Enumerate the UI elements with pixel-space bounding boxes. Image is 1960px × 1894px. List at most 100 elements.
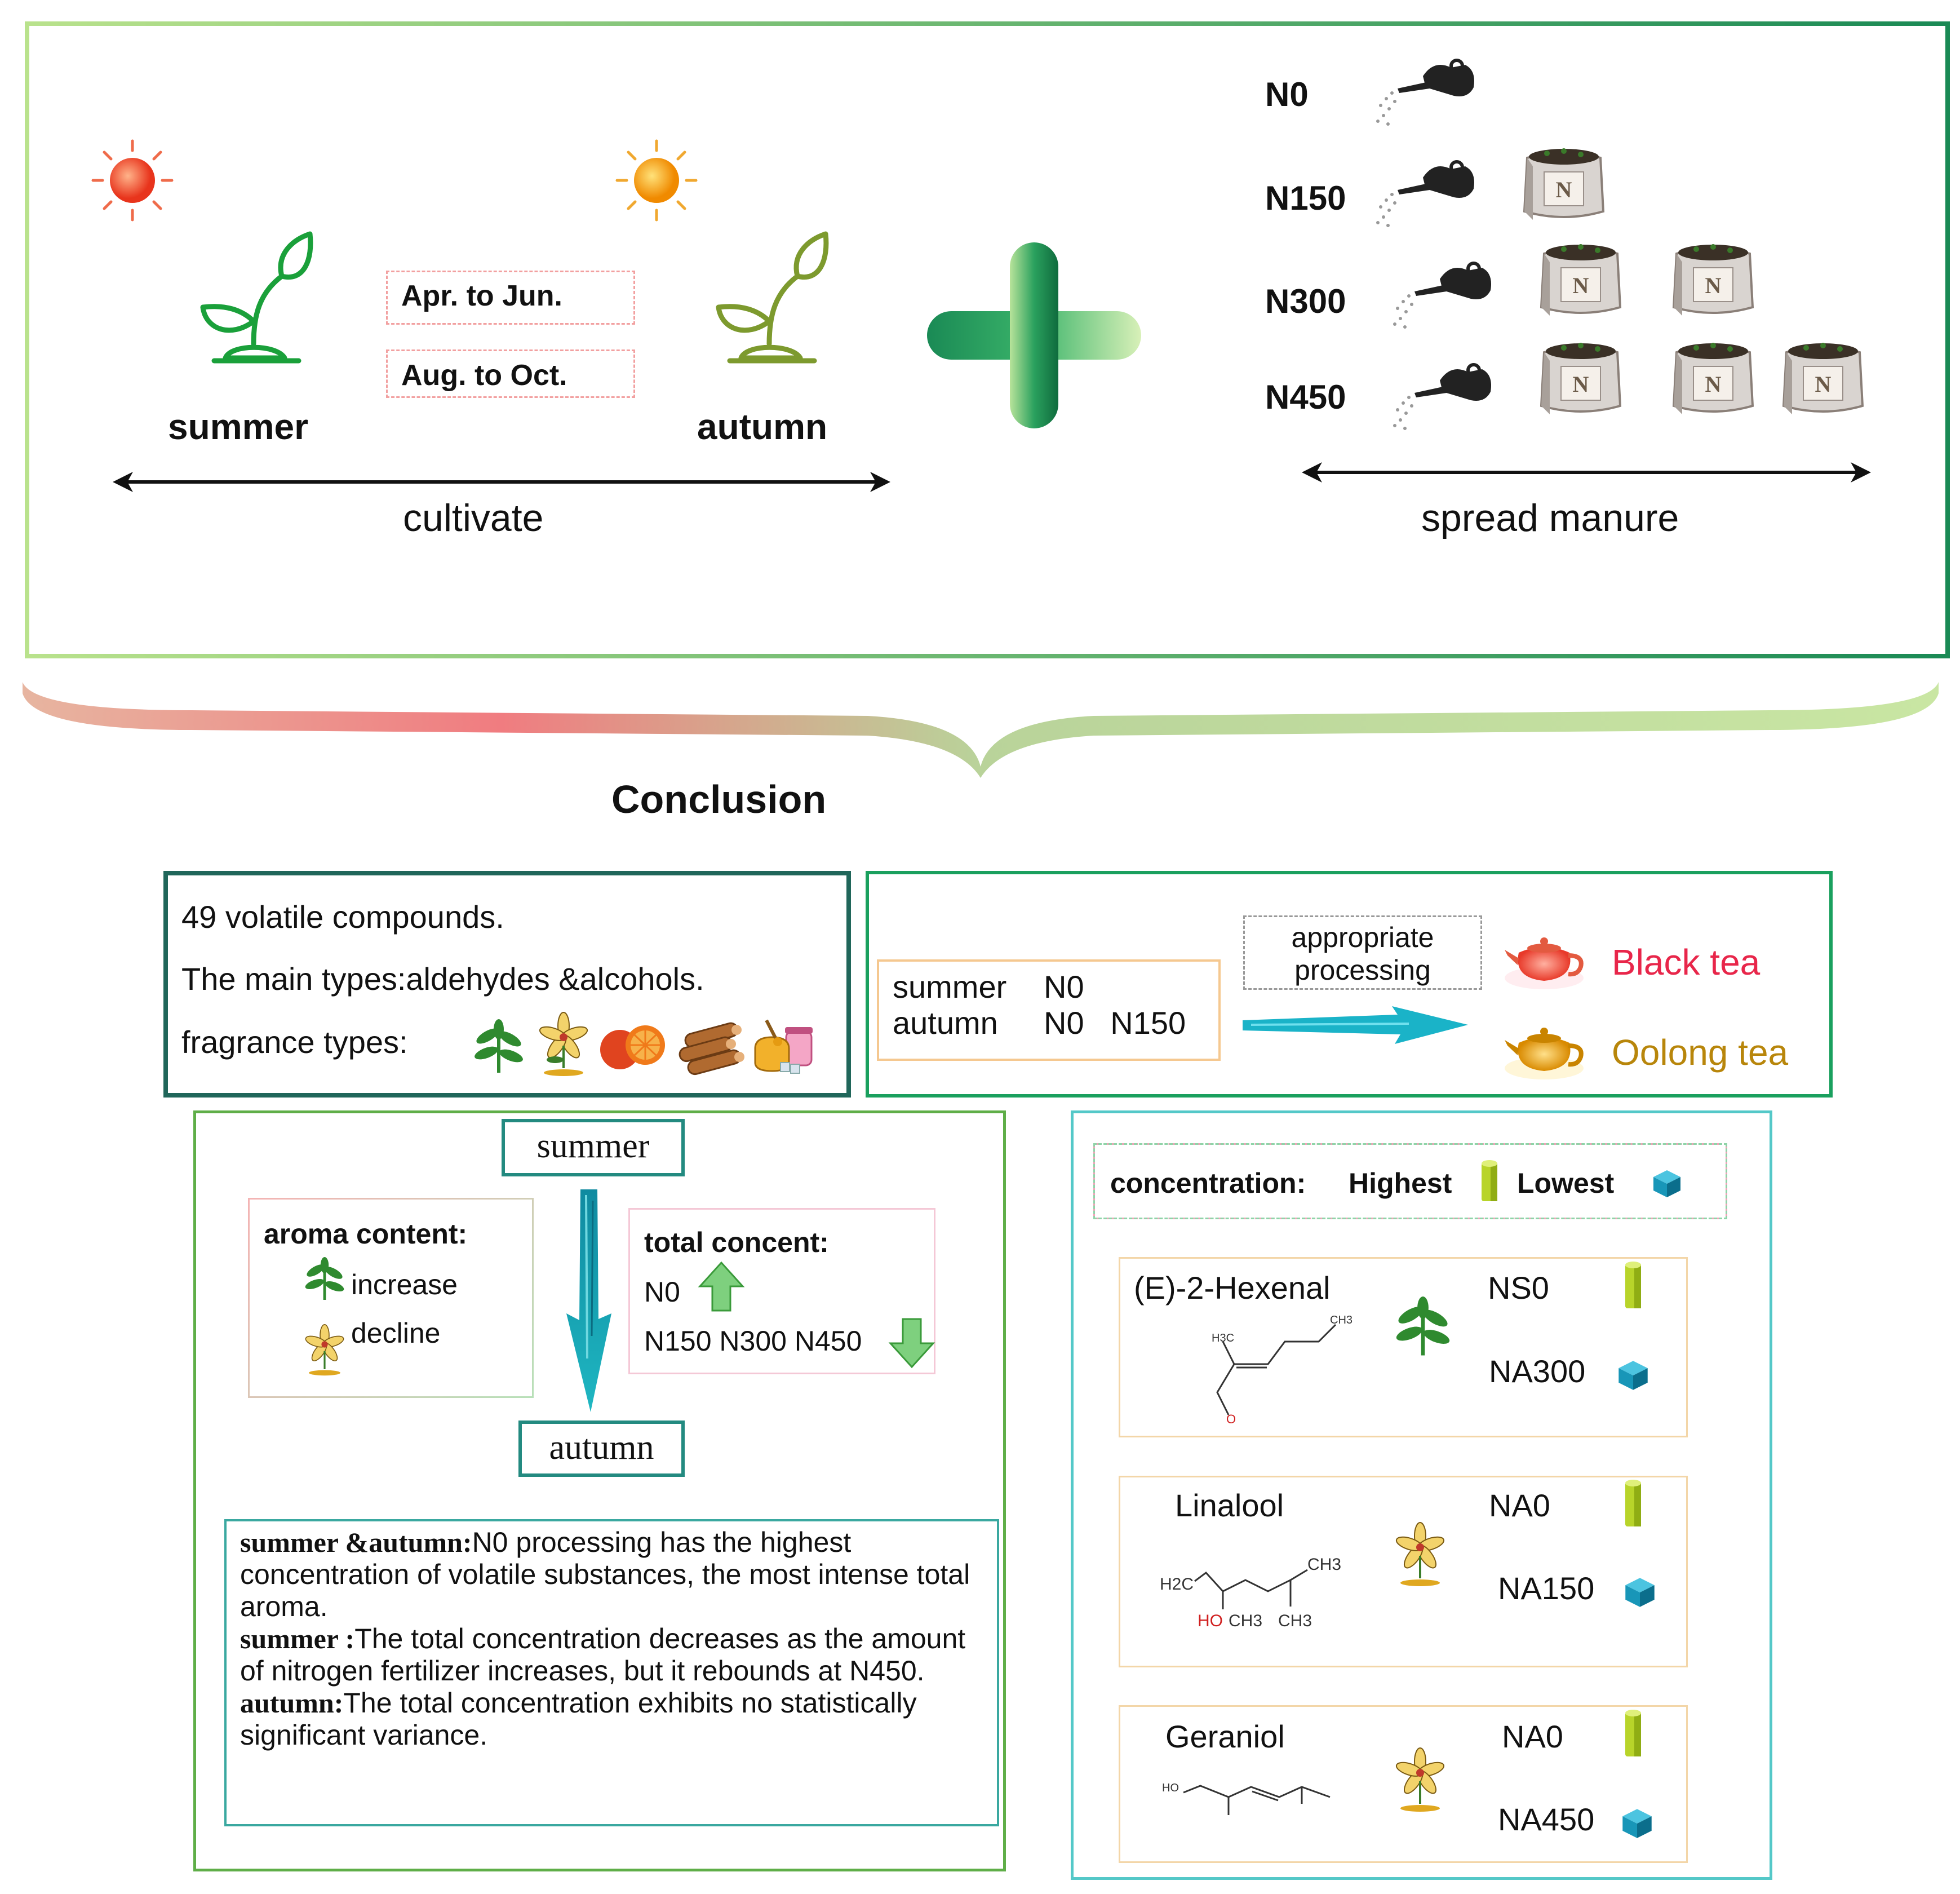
fertilizer-bag-letter: N bbox=[1573, 371, 1589, 397]
fertilizer-bag-letter: N bbox=[1815, 371, 1832, 397]
decline-label: decline bbox=[351, 1317, 441, 1349]
sprout-icon-summer bbox=[200, 231, 313, 364]
flower-icon-linalool bbox=[1395, 1522, 1445, 1586]
leaf-increase-icon bbox=[305, 1257, 344, 1300]
highest-bar-icon bbox=[1482, 1160, 1497, 1201]
tea-box bbox=[866, 871, 1833, 1098]
lowest-geraniol: NA450 bbox=[1498, 1802, 1595, 1837]
compounds-box bbox=[163, 871, 851, 1098]
linalool-h2c-label: H2C bbox=[1160, 1575, 1194, 1594]
watering-can-icon-n300 bbox=[1393, 262, 1491, 329]
legend-lowest-label: Lowest bbox=[1517, 1167, 1615, 1199]
lowest-cube-icon-hexenal bbox=[1618, 1361, 1648, 1390]
highest-linalool: NA0 bbox=[1489, 1488, 1550, 1523]
lowest-cube-icon-geraniol bbox=[1622, 1809, 1652, 1838]
summer-tag bbox=[502, 1119, 685, 1176]
flower-icon-geraniol bbox=[1395, 1747, 1445, 1812]
fertilizer-bag-icon: N bbox=[1540, 343, 1622, 414]
lowest-cube-icon-linalool bbox=[1625, 1578, 1655, 1607]
period-label-2: Aug. to Oct. bbox=[401, 359, 567, 392]
period-box-1 bbox=[386, 271, 635, 325]
fertilizer-bag-icon: N bbox=[1540, 244, 1622, 316]
teapot-icon-oolong bbox=[1505, 1028, 1584, 1079]
increase-label: increase bbox=[351, 1269, 458, 1300]
cultivate-arrow bbox=[113, 472, 890, 492]
highest-geraniol: NA0 bbox=[1502, 1719, 1563, 1754]
aroma-content-title: aroma content: bbox=[264, 1218, 468, 1250]
level-label-n0: N0 bbox=[1265, 76, 1309, 113]
summary-head-1: summer &autumn: bbox=[240, 1526, 472, 1558]
season-label-autumn: autumn bbox=[697, 406, 828, 447]
legend-prefix: concentration: bbox=[1110, 1167, 1306, 1199]
concentration-box bbox=[1071, 1110, 1772, 1880]
leaf-icon-hexenal bbox=[1396, 1296, 1450, 1356]
compound-name-geraniol: Geraniol bbox=[1165, 1719, 1285, 1754]
period-label-1: Apr. to Jun. bbox=[401, 280, 562, 312]
structure-linalool: H2C HO CH3 CH3 CH3 bbox=[1160, 1555, 1341, 1630]
flower-decline-icon bbox=[305, 1324, 344, 1376]
cond-row2-season: autumn bbox=[893, 1005, 998, 1041]
highest-bar-icon-linalool bbox=[1625, 1480, 1641, 1526]
summary-head-3: autumn: bbox=[240, 1687, 344, 1719]
summary-paragraph-2: summer :The total concentration decrease… bbox=[240, 1623, 990, 1687]
total-concent-title: total concent: bbox=[644, 1227, 829, 1258]
level-label-n150: N150 bbox=[1265, 179, 1346, 217]
season-box bbox=[193, 1110, 1006, 1871]
watering-can-icon-n0 bbox=[1376, 59, 1474, 126]
condition-box bbox=[877, 959, 1221, 1061]
fertilizer-bag-icon: N bbox=[1523, 148, 1605, 220]
processing-box bbox=[1243, 915, 1482, 990]
flower-icon bbox=[539, 1012, 588, 1076]
citrus-icon bbox=[600, 1025, 665, 1069]
sun-icon-summer bbox=[91, 139, 174, 222]
total-up-label: N0 bbox=[644, 1276, 680, 1308]
lowest-hexenal: NA300 bbox=[1489, 1353, 1586, 1389]
period-box-2 bbox=[386, 349, 635, 398]
hexenal-ch3-label: CH3 bbox=[1330, 1314, 1353, 1326]
linalool-ch3-c-label: CH3 bbox=[1278, 1612, 1312, 1630]
summary-body-2: The total concentration decreases as the… bbox=[240, 1623, 966, 1687]
conclusion-brace bbox=[23, 682, 1939, 778]
compound-name-linalool: Linalool bbox=[1175, 1488, 1284, 1523]
leaf-icon bbox=[475, 1019, 523, 1073]
summary-head-2: summer : bbox=[240, 1623, 355, 1654]
cultivate-label: cultivate bbox=[403, 497, 544, 539]
linalool-ch3-b-label: CH3 bbox=[1307, 1555, 1341, 1574]
summary-text: summer &autumn:N0 processing has the hig… bbox=[240, 1526, 990, 1751]
cond-row2-levels: N0 N150 bbox=[1044, 1005, 1186, 1041]
fertilizer-bag-icon: N bbox=[1672, 244, 1754, 316]
compound-card-linalool bbox=[1119, 1476, 1688, 1667]
total-down-label: N150 N300 N450 bbox=[644, 1325, 862, 1357]
lowest-linalool: NA150 bbox=[1498, 1570, 1595, 1606]
summer-tag-label: summer bbox=[536, 1127, 650, 1165]
honey-icon bbox=[754, 1019, 813, 1074]
sprout-icon-autumn bbox=[716, 231, 829, 364]
compound-name-hexenal: (E)-2-Hexenal bbox=[1134, 1270, 1331, 1306]
geraniol-ho-label: HO bbox=[1162, 1782, 1179, 1794]
compounds-main-types: The main types:aldehydes &alcohols. bbox=[181, 961, 704, 997]
hexenal-o-label: O bbox=[1226, 1412, 1236, 1426]
fertilizer-bag-letter: N bbox=[1705, 371, 1722, 397]
highest-hexenal: NS0 bbox=[1488, 1270, 1549, 1306]
arrow-down-icon bbox=[888, 1318, 935, 1369]
lowest-cube-icon bbox=[1653, 1170, 1680, 1197]
fertilizer-bag-letter: N bbox=[1705, 273, 1722, 298]
summary-body-3: The total concentration exhibits no stat… bbox=[240, 1687, 917, 1751]
fragrance-types-label: fragrance types: bbox=[181, 1024, 408, 1060]
fertilizer-bag-letter: N bbox=[1556, 177, 1572, 202]
fertilizer-bag-icon: N bbox=[1782, 343, 1864, 414]
summary-paragraph-3: autumn:The total concentration exhibits … bbox=[240, 1687, 990, 1751]
autumn-tag-label: autumn bbox=[549, 1428, 654, 1467]
season-label-summer: summer bbox=[168, 406, 308, 447]
concentration-legend-border bbox=[1093, 1143, 1727, 1219]
linalool-ho-label: HO bbox=[1198, 1612, 1223, 1630]
wood-icon bbox=[679, 1022, 744, 1076]
compound-card-hexenal bbox=[1119, 1257, 1688, 1437]
summary-box bbox=[224, 1519, 999, 1826]
sun-icon-autumn bbox=[615, 139, 698, 222]
processing-arrow bbox=[1243, 1006, 1468, 1044]
hexenal-h3c-label: H3C bbox=[1212, 1332, 1234, 1344]
highest-bar-icon-hexenal bbox=[1625, 1262, 1641, 1308]
oolong-tea-label: Oolong tea bbox=[1612, 1032, 1789, 1073]
summary-body-1: N0 processing has the highest concentrat… bbox=[240, 1526, 970, 1622]
